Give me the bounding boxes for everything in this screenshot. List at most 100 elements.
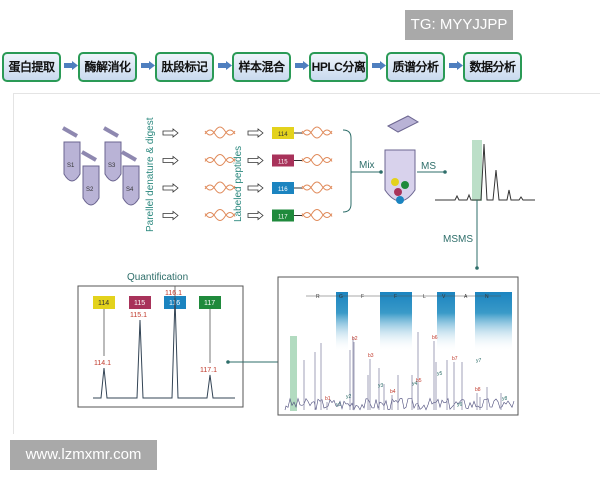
tag-116 — [272, 182, 294, 194]
peptide-wave — [301, 212, 333, 221]
sequence-residue: A — [464, 294, 468, 300]
peptide-wave — [301, 157, 333, 166]
hollow-arrow-icon — [247, 210, 264, 221]
sequence-residue: F — [394, 294, 397, 300]
step-data-analysis: 数据分析 — [463, 52, 522, 82]
watermark-top: TG: MYYJJPP — [405, 10, 513, 40]
step-label-labeled: Labeled peptides — [233, 146, 244, 222]
quant-tag-label: 114 — [98, 300, 109, 307]
hollow-arrow-icon — [247, 183, 264, 193]
peptide-wave — [204, 209, 236, 218]
arrow-right-icon — [449, 61, 463, 70]
arrow-right-icon — [372, 61, 386, 70]
peptide-wave — [301, 154, 333, 163]
mixed-tube — [384, 115, 420, 204]
quant-peak-label: 115.1 — [130, 312, 147, 319]
step-mass-spec-analysis: 质谱分析 — [386, 52, 445, 82]
tube-s1: S1 — [62, 126, 81, 182]
tag-117 — [272, 209, 294, 222]
diagram-panel — [13, 93, 600, 434]
hollow-arrow-icon — [247, 155, 264, 166]
b-ion-label: b6 — [432, 335, 438, 341]
y-ion-label: y1 — [336, 402, 342, 408]
tag-label: 115 — [278, 160, 288, 166]
peptide-wave — [301, 126, 333, 136]
sequence-band — [437, 292, 455, 352]
tube-s4: S4 — [121, 150, 140, 206]
sequence-band — [475, 292, 512, 352]
quant-tag-115 — [129, 296, 151, 309]
arrow-right-icon — [64, 61, 78, 70]
y-ion-label: y8 — [502, 396, 508, 402]
y-ion-label: y6 — [457, 402, 463, 408]
sequence-residue: G — [339, 294, 343, 300]
tag-114 — [272, 127, 294, 139]
bracket — [342, 129, 352, 213]
b-ion-label: b4 — [390, 389, 396, 395]
sequence-residue: N — [485, 294, 489, 300]
tag-label: 114 — [278, 132, 288, 138]
noise-baseline — [284, 397, 515, 411]
tube-label: S3 — [108, 163, 116, 169]
y-ion-label: y3 — [378, 383, 384, 389]
quant-tag-label: 115 — [134, 300, 145, 307]
y-ion-label: y2 — [346, 394, 352, 400]
tube-s2: S2 — [81, 150, 100, 206]
mix-label: Mix — [359, 160, 375, 171]
peptide-wave — [301, 184, 333, 194]
peptide-wave — [301, 209, 333, 218]
b-ion-label: b8 — [475, 387, 481, 393]
b-ion-label: b3 — [368, 353, 374, 359]
sequence-band — [336, 292, 348, 352]
b-ion-label: b5 — [416, 378, 422, 384]
tube-s3: S3 — [103, 126, 122, 182]
peptide-wave — [204, 181, 236, 191]
watermark-bottom: www.lzmxmr.com — [10, 440, 157, 470]
tube-label: S4 — [126, 187, 134, 193]
peptide-wave — [204, 129, 236, 139]
arrow-right-icon — [218, 61, 232, 70]
step-protein-extraction: 蛋白提取 — [2, 52, 61, 82]
precursor-highlight — [290, 336, 297, 411]
ms-spectrum — [435, 140, 535, 201]
y-ion-label: y5 — [437, 371, 443, 377]
b-ion-label: b1 — [325, 396, 331, 402]
tube-label: S1 — [67, 163, 75, 169]
quant-peak-label: 116.1 — [165, 290, 182, 297]
peptide-wave — [204, 154, 236, 163]
arrow-right-icon — [295, 61, 309, 70]
sequence-residue: V — [442, 294, 446, 300]
hollow-arrow-icon — [247, 128, 264, 138]
sequence-residue: F — [361, 294, 364, 300]
peptide-wave — [301, 129, 333, 139]
step-label-denature: Parellel denature & digest — [145, 117, 156, 232]
quantification-title: Quantification — [127, 272, 188, 283]
peptide-wave — [301, 181, 333, 191]
quant-tag-114 — [93, 296, 115, 309]
quant-spectrum-line — [93, 297, 235, 399]
sequence-residue: R — [316, 294, 320, 300]
peptide-wave — [204, 184, 236, 194]
peptide-wave — [204, 126, 236, 136]
step-hplc-separation: HPLC分离 — [309, 52, 368, 82]
b-ion-label: b2 — [352, 336, 358, 342]
peptide-wave — [204, 212, 236, 221]
step-peptide-labeling: 肽段标记 — [155, 52, 214, 82]
tag-label: 116 — [278, 187, 288, 193]
quant-peak-label: 117.1 — [200, 367, 217, 374]
msms-label: MSMS — [443, 234, 473, 245]
arrow-right-icon — [141, 61, 155, 70]
quant-peak-label: 114.1 — [94, 360, 111, 367]
tag-label: 117 — [278, 215, 288, 221]
quant-tag-117 — [199, 296, 221, 309]
ms-label: MS — [421, 161, 436, 172]
tag-115 — [272, 154, 294, 167]
workflow-steps: 蛋白提取 酶解消化 肽段标记 样本混合 HPLC分离 质谱分析 数据分析 — [2, 52, 600, 82]
hollow-arrow-icon — [162, 155, 179, 166]
b-ion-label: b7 — [452, 356, 458, 362]
sequence-band — [380, 292, 412, 352]
y-ion-label: y4 — [412, 381, 418, 387]
hollow-arrow-icon — [162, 210, 179, 221]
tube-label: S2 — [86, 187, 94, 193]
